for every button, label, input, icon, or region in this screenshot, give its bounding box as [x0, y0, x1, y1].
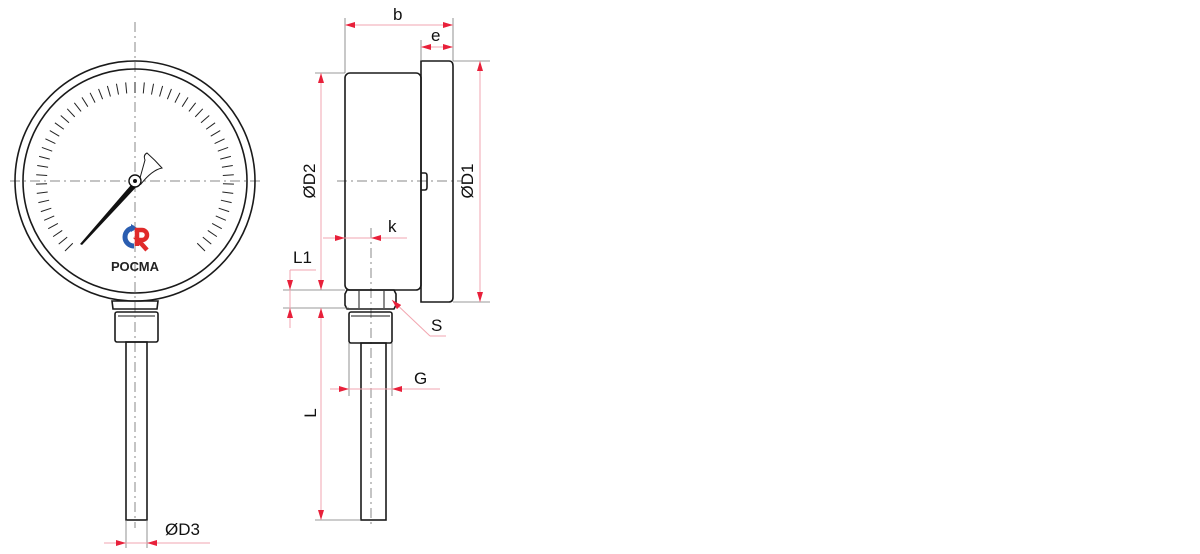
scale-tick	[36, 191, 48, 194]
scale-tick	[217, 146, 229, 152]
label-k: k	[388, 217, 397, 236]
label-s: S	[431, 316, 442, 335]
scale-tick	[200, 115, 210, 124]
scale-tick	[174, 92, 181, 103]
scale-tick	[49, 130, 60, 137]
scale-tick	[48, 222, 59, 230]
logo-red-r	[132, 227, 150, 252]
scale-tick	[45, 138, 56, 144]
scale-tick	[125, 82, 128, 94]
scale-tick	[89, 92, 96, 103]
label-l1: L1	[293, 248, 312, 267]
scale-tick	[218, 207, 230, 213]
logo-blue-arrow	[131, 224, 137, 232]
scale-tick	[214, 138, 225, 144]
reset-knob	[421, 172, 428, 191]
label-g: G	[414, 369, 427, 388]
scale-tick	[205, 122, 216, 130]
side-view: b e ØD1 ØD2 k L1 S	[283, 5, 490, 528]
scale-tick	[194, 108, 204, 118]
scale-tick	[60, 115, 70, 124]
scale-tick	[210, 130, 221, 137]
scale-tick	[106, 85, 111, 97]
brand-logo: РОСМА	[111, 224, 160, 274]
scale-tick	[220, 155, 232, 160]
scale-tick	[41, 146, 53, 152]
leader-s	[391, 299, 431, 337]
scale-tick	[211, 222, 222, 230]
scale-tick	[188, 102, 197, 112]
scale-tick	[222, 174, 234, 176]
pointer-tail	[139, 152, 163, 186]
pointer-needle	[80, 178, 140, 245]
scale-tick	[181, 97, 189, 107]
scale-tick	[40, 207, 52, 213]
scale-tick	[38, 155, 50, 160]
brand-name: РОСМА	[111, 259, 160, 274]
logo-blue-arc	[122, 225, 135, 249]
scale-tick	[73, 102, 82, 112]
scale-tick	[221, 165, 233, 168]
scale-tick	[36, 174, 48, 176]
scale-tick	[222, 191, 234, 194]
scale-tick	[207, 230, 218, 238]
scale-tick	[150, 83, 155, 95]
scale-tick	[81, 97, 89, 107]
scale-tick	[166, 88, 172, 100]
scale-ticks	[36, 82, 234, 252]
scale-tick	[98, 88, 104, 100]
scale-tick	[58, 236, 68, 245]
label-d1: ØD1	[458, 164, 477, 199]
scale-tick	[196, 242, 206, 252]
front-view: РОСМА ØD3	[10, 22, 262, 548]
scale-tick	[43, 215, 55, 221]
label-d3: ØD3	[165, 520, 200, 539]
label-e: e	[431, 26, 440, 45]
stem	[360, 342, 387, 521]
scale-tick	[159, 85, 164, 97]
stem	[125, 341, 148, 521]
scale-tick	[66, 108, 76, 118]
pointer-pivot	[133, 179, 137, 183]
scale-tick	[202, 236, 212, 245]
scale-tick	[37, 165, 49, 168]
scale-tick	[54, 122, 65, 130]
label-d2: ØD2	[300, 164, 319, 199]
scale-tick	[142, 82, 145, 94]
socket-ring	[111, 300, 159, 310]
scale-tick	[38, 199, 50, 204]
scale-tick	[220, 199, 232, 204]
scale-tick	[215, 215, 227, 221]
label-l: L	[301, 408, 320, 417]
bezel	[420, 60, 454, 303]
label-b: b	[393, 5, 402, 24]
scale-tick	[64, 242, 74, 252]
scale-tick	[52, 230, 63, 238]
dial-rim	[22, 68, 248, 294]
scale-tick	[115, 83, 120, 95]
